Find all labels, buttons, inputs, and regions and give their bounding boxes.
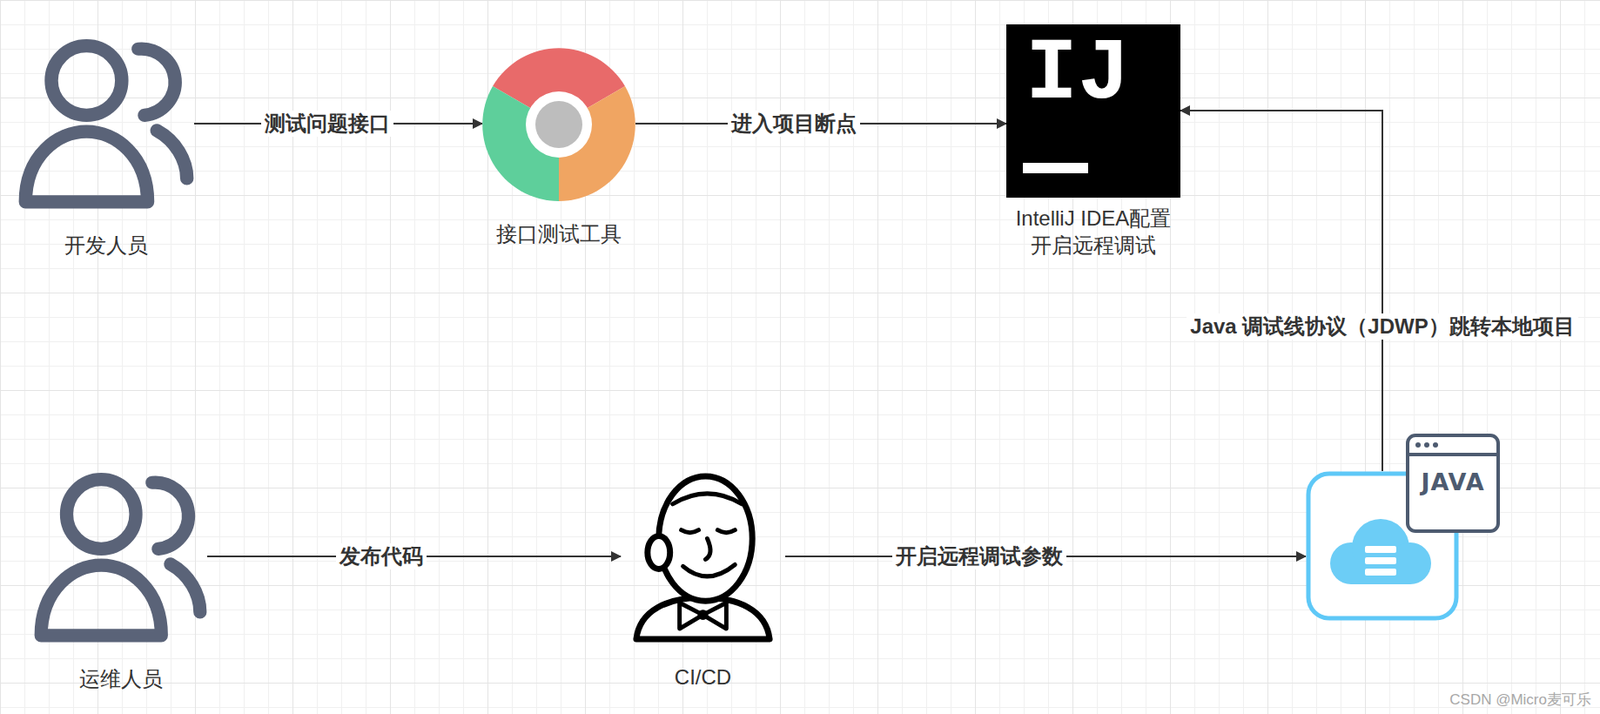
edge-label: 进入项目断点 (727, 110, 861, 137)
logo-text: IJ (1025, 31, 1130, 119)
browser-logo (482, 47, 636, 202)
person-icon (33, 469, 208, 643)
node-caption: 运维人员 (79, 665, 163, 693)
node-caption: CI/CD (674, 663, 732, 691)
server-node: JAVA (1305, 470, 1459, 621)
edge-label: 开启远程调试参数 (892, 543, 1067, 570)
node-caption: 开发人员 (64, 231, 148, 259)
connector-arrow (1180, 110, 1383, 471)
java-window-box: JAVA (1405, 433, 1500, 533)
cicd-node: CI/CD (620, 469, 786, 643)
person-icon (18, 35, 195, 209)
edge-label: Java 调试线协议（JDWP）跳转本地项目 (1186, 313, 1578, 340)
watermark: CSDN @Micro麦可乐 (1449, 691, 1592, 709)
node-caption: IntelliJ IDEA配置 开启远程调试 (1011, 204, 1176, 259)
edge-label: 测试问题接口 (261, 110, 394, 137)
edge-label: 发布代码 (336, 543, 427, 570)
ops-actor: 运维人员 (33, 469, 208, 643)
api-tool-node: 接口测试工具 (482, 47, 636, 202)
jenkins-logo (620, 469, 786, 643)
ide-node: IJIntelliJ IDEA配置 开启远程调试 (1006, 24, 1181, 198)
java-text: JAVA (1405, 468, 1500, 497)
developer-actor: 开发人员 (18, 35, 195, 209)
node-caption: 接口测试工具 (496, 220, 622, 248)
